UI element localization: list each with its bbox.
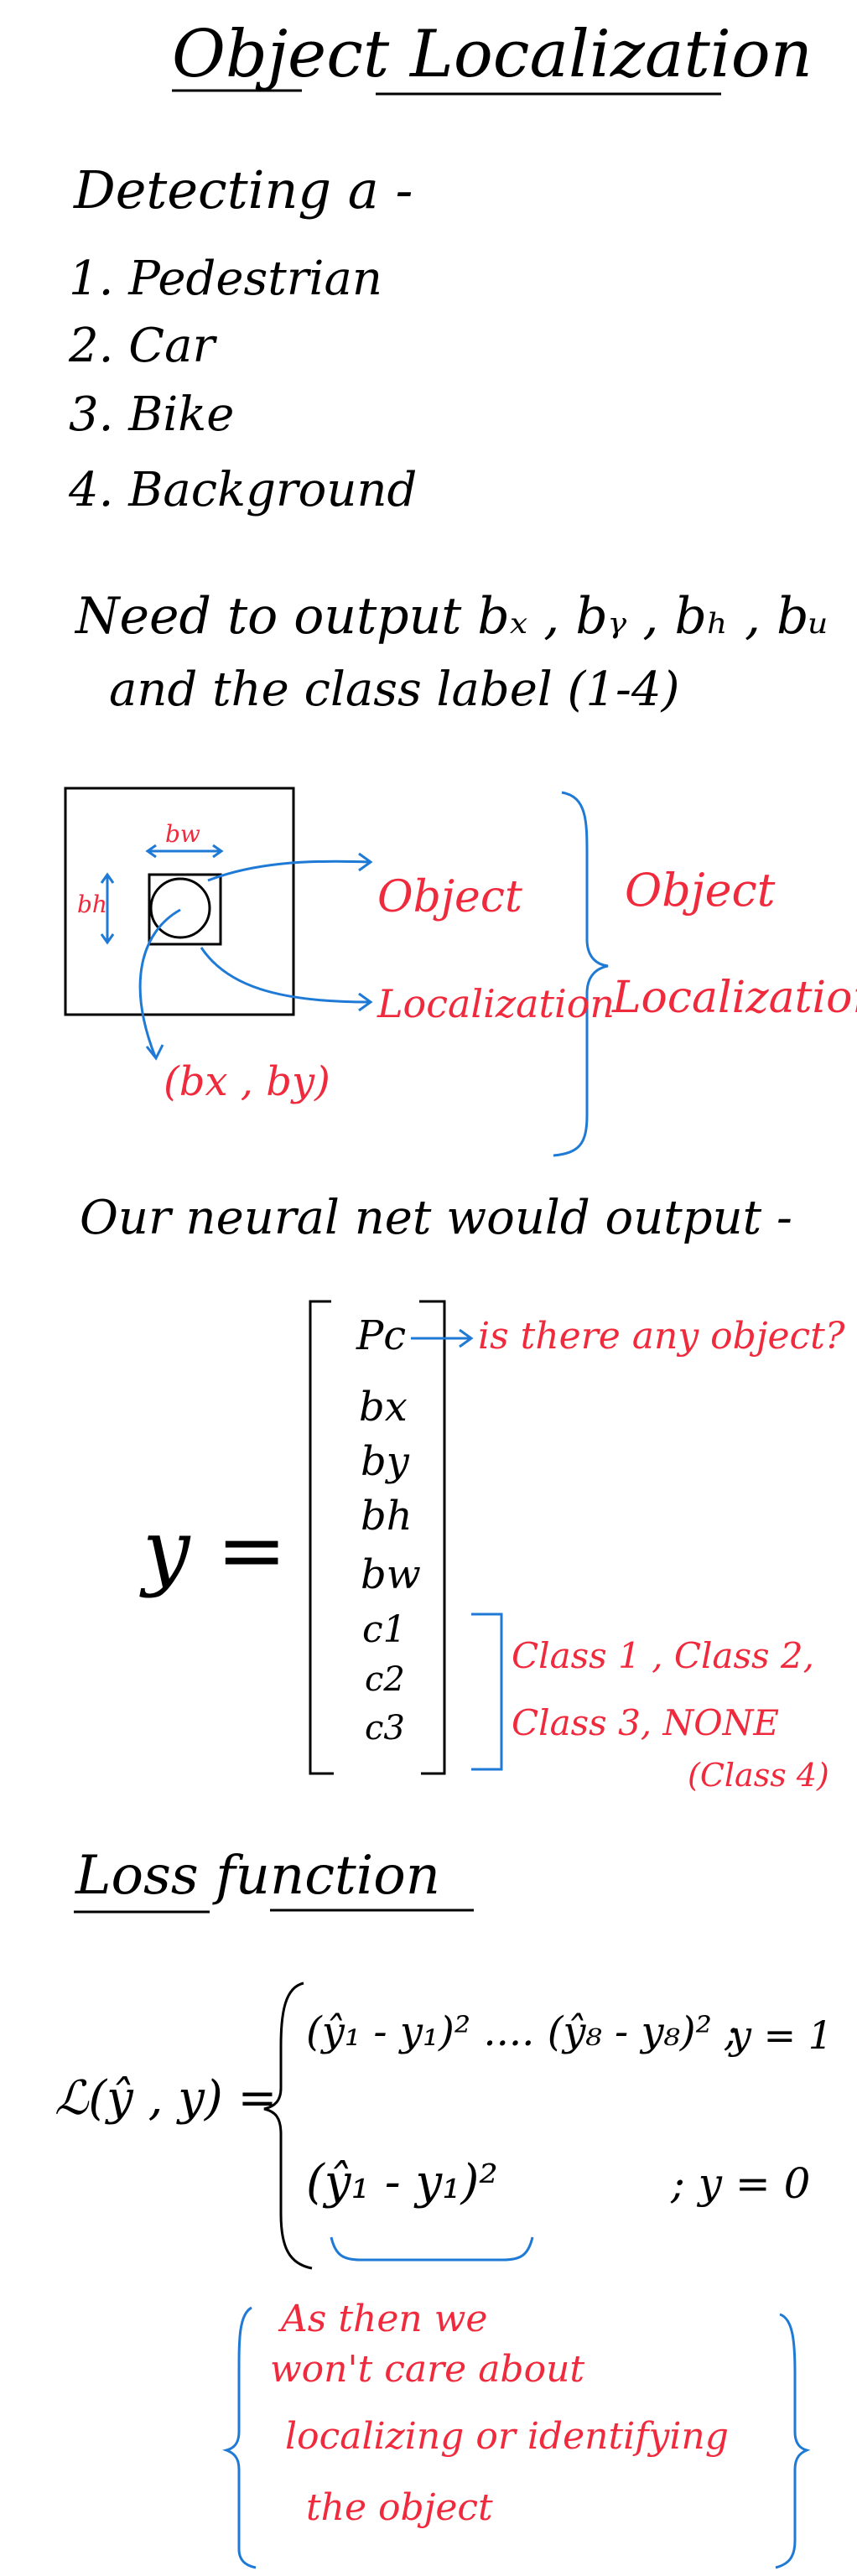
list-item: 1. Pedestrian — [69, 252, 382, 306]
arrow-to-object — [207, 852, 373, 882]
need-output-line2: and the class label (1-4) — [109, 662, 680, 717]
loss-lhs: ℒ(ŷ , y) = — [55, 2071, 278, 2126]
vector-entry: c1 — [362, 1608, 407, 1651]
class-note-1: Class 1 , Class 2, — [512, 1635, 814, 1676]
vector-entry: by — [361, 1438, 409, 1485]
bh-label: bh — [77, 891, 107, 918]
right-object-label: Object — [625, 864, 776, 917]
vector-entry: bx — [359, 1384, 408, 1431]
note-left-brace — [221, 2306, 257, 2569]
class-note-3: (Class 4) — [688, 1757, 829, 1794]
right-brace — [553, 791, 609, 1157]
note-right-brace — [775, 2313, 811, 2569]
network-output-heading: Our neural net would output - — [80, 1191, 792, 1245]
pc-note: is there any object? — [478, 1315, 845, 1358]
vector-entry: bh — [361, 1493, 413, 1540]
need-output-line1: Need to output bₓ , bᵧ , bₕ , bᵤ — [75, 587, 829, 646]
pc-arrow — [411, 1328, 474, 1348]
object-label: Object — [377, 872, 522, 922]
loss-note-line: the object — [306, 2486, 493, 2529]
vector-entry: c3 — [365, 1709, 405, 1748]
loss-note-line: As then we — [281, 2298, 488, 2340]
vector-entry: Pc — [356, 1312, 407, 1359]
loss-note-line: won't care about — [270, 2348, 585, 2391]
list-item: 2. Car — [69, 319, 216, 373]
y-equals-label: y = — [143, 1501, 288, 1599]
object-circle — [149, 877, 211, 939]
bounding-box — [148, 873, 222, 946]
list-item: 3. Bike — [69, 387, 235, 442]
loss-case-2: (ŷ₁ - y₁)² — [306, 2155, 498, 2210]
page-title: Object Localization — [172, 17, 813, 92]
arrow-to-localization — [200, 947, 373, 1012]
loss-case-1: (ŷ₁ - y₁)² .... (ŷ₈ - y₈)² ; — [306, 2008, 739, 2055]
loss-case-2-condition: ; y = 0 — [671, 2159, 811, 2208]
bxby-label: (bx , by) — [164, 1058, 330, 1105]
vector-entry: bw — [361, 1551, 421, 1598]
vector-entry: c2 — [365, 1660, 405, 1699]
detecting-heading: Detecting a - — [74, 159, 413, 221]
loss-heading: Loss function — [75, 1845, 440, 1907]
class-brace — [471, 1613, 503, 1771]
case2-underbrace — [330, 2236, 534, 2262]
localization-label: Localization — [377, 981, 615, 1026]
loss-case-1-condition: y = 1 — [730, 2012, 834, 2058]
loss-note-line: localizing or identifying — [285, 2415, 729, 2458]
bw-label: bw — [165, 820, 200, 848]
class-note-2: Class 3, NONE — [512, 1702, 780, 1743]
right-localization-label: Localization — [612, 973, 857, 1023]
list-item: 4. Background — [69, 463, 418, 517]
arrow-to-bxby — [138, 908, 181, 1061]
